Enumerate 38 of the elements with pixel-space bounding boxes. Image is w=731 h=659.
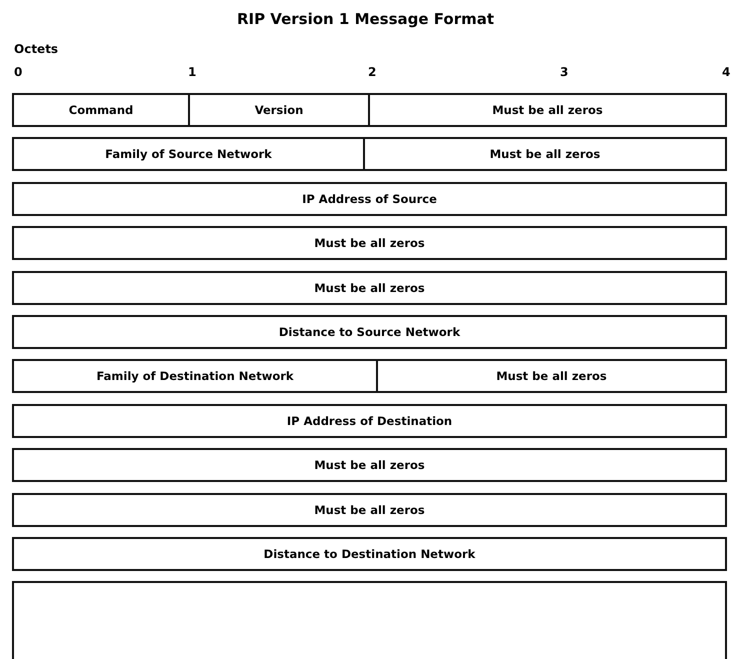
field-label: Distance to Destination Network — [264, 547, 476, 561]
field-cell — [12, 315, 727, 349]
field-label: Command — [68, 103, 134, 117]
octet-number: 2 — [368, 65, 376, 79]
field-label: Must be all zeros — [314, 236, 425, 250]
field-cell — [12, 448, 727, 482]
field-cell — [12, 182, 727, 216]
field-label: Must be all zeros — [314, 280, 425, 295]
field-label: Distance to Source Network — [278, 325, 460, 339]
field-label: IP Address of Destination — [286, 414, 452, 428]
octet-number: 0 — [14, 65, 22, 79]
field-cell — [376, 359, 727, 394]
field-cell — [12, 137, 365, 172]
field-label: Must be all zeros — [314, 458, 425, 472]
field-label: Version — [254, 103, 304, 117]
field-cell — [368, 93, 727, 127]
field-label: Must be all zeros — [314, 502, 425, 517]
octet-number: 3 — [560, 65, 568, 79]
field-cell — [12, 404, 727, 438]
field-box — [12, 581, 727, 659]
field-cell — [188, 93, 370, 127]
octet-number: 1 — [188, 65, 196, 79]
field-label: Family of Destination Network — [96, 369, 294, 384]
octet-number: 4 — [722, 65, 730, 79]
field-label: Family of Source Network — [105, 147, 272, 162]
field-cell — [12, 359, 378, 394]
field-label: Must be all zeros — [492, 103, 603, 117]
field-cell — [12, 93, 190, 127]
axis-title: Octets — [14, 42, 58, 56]
field-cell — [12, 270, 727, 305]
diagram-title: RIP Version 1 Message Format — [236, 10, 494, 28]
field-cell — [363, 137, 727, 172]
field-label: Must be all zeros — [496, 369, 607, 384]
field-cell — [12, 537, 727, 571]
field-cell — [12, 492, 727, 527]
field-label: Must be all zeros — [490, 147, 600, 162]
field-label: IP Address of Source — [302, 192, 437, 206]
field-cell — [12, 226, 727, 260]
